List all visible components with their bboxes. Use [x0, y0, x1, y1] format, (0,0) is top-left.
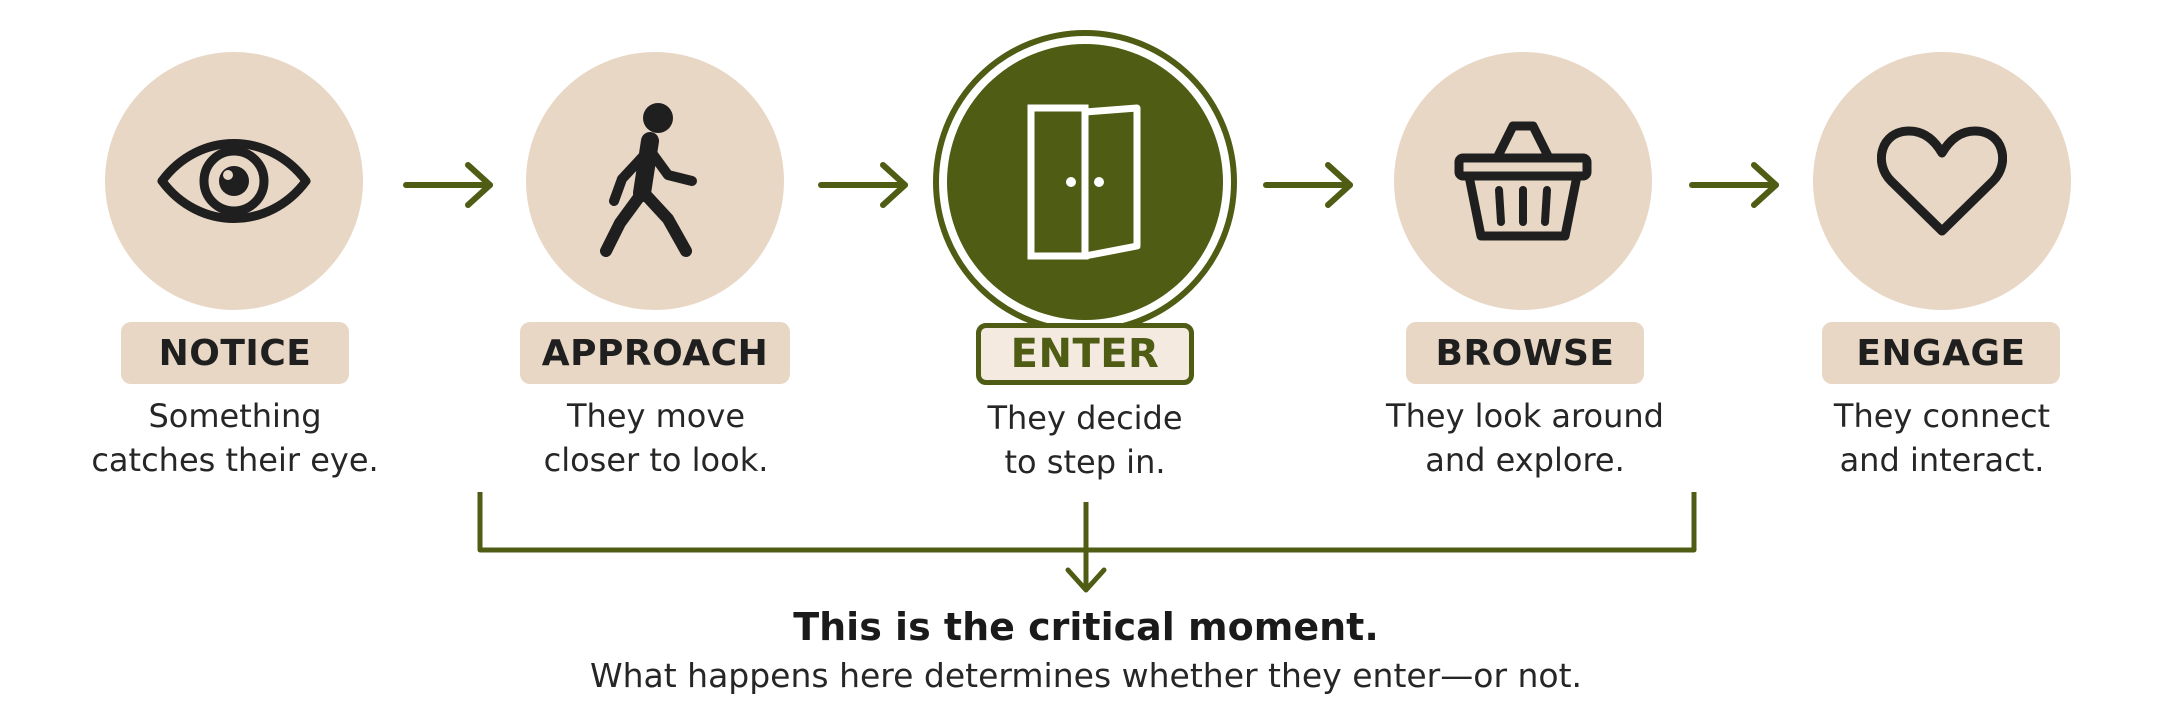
walking-person-icon [600, 101, 710, 261]
description-line: They look around [1386, 397, 1664, 435]
arrow-right-icon [403, 162, 493, 208]
stage-enter-label: ENTER [976, 323, 1194, 385]
stage-approach-circle [526, 52, 784, 310]
stage-engage-description: They connect and interact. [1772, 394, 2112, 482]
description-line: catches their eye. [91, 441, 379, 479]
stage-engage-circle [1813, 52, 2071, 310]
stage-notice-label: NOTICE [121, 322, 349, 384]
stage-browse-label: BROWSE [1406, 322, 1644, 384]
stage-browse-description: They look around and explore. [1355, 394, 1695, 482]
description-line: They move [567, 397, 745, 435]
stage-browse-circle [1394, 52, 1652, 310]
stage-enter-inner-circle [947, 44, 1223, 320]
description-line: Something [148, 397, 322, 435]
stage-notice-circle [105, 52, 363, 310]
stage-approach-description: They move closer to look. [486, 394, 826, 482]
arrow-right-icon [818, 162, 908, 208]
description-line: They connect [1833, 397, 2051, 435]
stage-approach-label: APPROACH [520, 322, 790, 384]
description-line: and explore. [1425, 441, 1625, 479]
critical-moment-subtitle: What happens here determines whether the… [589, 656, 1583, 695]
shopping-basket-icon [1453, 116, 1593, 246]
heart-icon [1877, 123, 2007, 239]
arrow-right-icon [1263, 162, 1353, 208]
description-line: They decide [987, 399, 1183, 437]
stage-notice-description: Something catches their eye. [65, 394, 405, 482]
critical-moment-title: This is the critical moment. [793, 605, 1379, 649]
description-line: closer to look. [543, 441, 769, 479]
stage-engage-label: ENGAGE [1822, 322, 2060, 384]
description-line: to step in. [1004, 443, 1166, 481]
stage-enter-description: They decide to step in. [915, 396, 1255, 484]
description-line: and interact. [1839, 441, 2045, 479]
arrow-right-icon [1689, 162, 1779, 208]
eye-icon [154, 126, 314, 236]
open-door-icon [1025, 102, 1145, 262]
